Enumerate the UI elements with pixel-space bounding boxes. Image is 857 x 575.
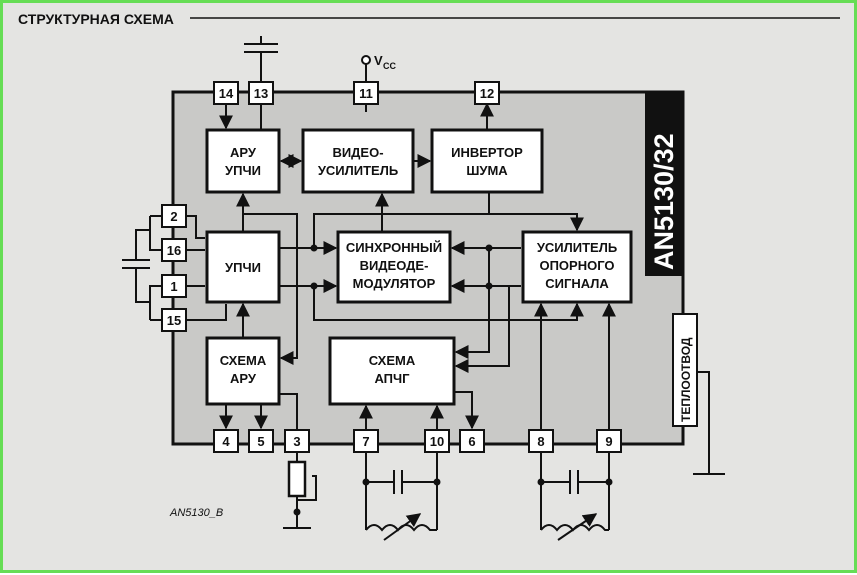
block-noise-inverter-label-2: ШУМА <box>466 163 508 178</box>
internal-connections <box>186 102 616 430</box>
block-apchg <box>328 336 456 406</box>
pin-9-number: 9 <box>605 434 612 449</box>
block-reference-amplifier-label-3: СИГНАЛА <box>545 276 609 291</box>
block-aru-upchi-label-1: АРУ <box>230 145 257 160</box>
lc-tank-reference <box>537 452 613 541</box>
block-reference-amplifier-label-2: ОПОРНОГО <box>539 258 614 273</box>
block-video-amplifier <box>301 128 415 194</box>
pin-6 <box>459 429 485 453</box>
block-reference-amplifier <box>521 230 633 304</box>
block-aru-label-2: АРУ <box>230 371 257 386</box>
vcc-label-subscript: CC <box>383 61 396 71</box>
pin-8-number: 8 <box>537 434 544 449</box>
pin-6-number: 6 <box>468 434 475 449</box>
pin-14 <box>213 81 239 105</box>
chip-name-band <box>645 92 683 276</box>
block-aru <box>205 336 281 406</box>
block-aru-upchi-label-2: УПЧИ <box>225 163 261 178</box>
block-sync-demodulator <box>336 230 452 304</box>
block-upchi <box>205 230 281 304</box>
figure-caption: AN5130_B <box>169 507 223 519</box>
diagram-title: СТРУКТУРНАЯ СХЕМА <box>18 11 174 27</box>
capacitor-icon <box>244 36 278 82</box>
capacitor-icon <box>122 215 162 321</box>
pin-11-number: 11 <box>359 86 373 101</box>
block-apchg-label-2: АПЧГ <box>374 371 410 386</box>
heatsink-tab <box>672 313 698 427</box>
block-sync-demodulator-label-1: СИНХРОННЫЙ <box>346 240 442 255</box>
lc-tank-apchg <box>362 452 441 541</box>
block-sync-demodulator-label-3: МОДУЛЯТОР <box>353 276 436 291</box>
pin-14-number: 14 <box>219 86 234 101</box>
heatsink-label: ТЕПЛООТВОД <box>679 337 693 422</box>
block-apchg-label-1: СХЕМА <box>369 353 416 368</box>
pin-4-number: 4 <box>222 434 230 449</box>
pin-10-number: 10 <box>430 434 444 449</box>
block-upchi-label: УПЧИ <box>225 260 261 275</box>
block-video-amplifier-label-2: УСИЛИТЕЛЬ <box>318 163 398 178</box>
pin-2-number: 2 <box>170 209 177 224</box>
block-noise-inverter-label-1: ИНВЕРТОР <box>451 145 523 160</box>
block-aru-label-1: СХЕМА <box>220 353 267 368</box>
block-video-amplifier-label-1: ВИДЕО- <box>332 145 383 160</box>
block-aru-upchi <box>205 128 281 194</box>
pin-4 <box>213 429 239 453</box>
pin-7-number: 7 <box>362 434 369 449</box>
resistor-icon <box>283 452 317 529</box>
pin-1-number: 1 <box>170 279 177 294</box>
pin-5 <box>248 429 274 453</box>
block-reference-amplifier-label-1: УСИЛИТЕЛЬ <box>537 240 617 255</box>
pin-12 <box>474 81 500 105</box>
vcc-label: V <box>374 53 383 68</box>
block-sync-demodulator-label-2: ВИДЕОДЕ- <box>360 258 429 273</box>
block-diagram: СТРУКТУРНАЯ СХЕМА AN5130/32 АРУ УПЧИ ВИД… <box>18 11 840 541</box>
pin-15-number: 15 <box>167 313 181 328</box>
pin-3-number: 3 <box>293 434 300 449</box>
pin-12-number: 12 <box>480 86 494 101</box>
block-noise-inverter <box>430 128 544 194</box>
ground-icon <box>693 371 725 475</box>
vcc-terminal <box>361 55 371 82</box>
chip-name: AN5130/32 <box>649 133 679 270</box>
pin-16-number: 16 <box>167 243 181 258</box>
pin-5-number: 5 <box>257 434 264 449</box>
pin-13-number: 13 <box>254 86 268 101</box>
